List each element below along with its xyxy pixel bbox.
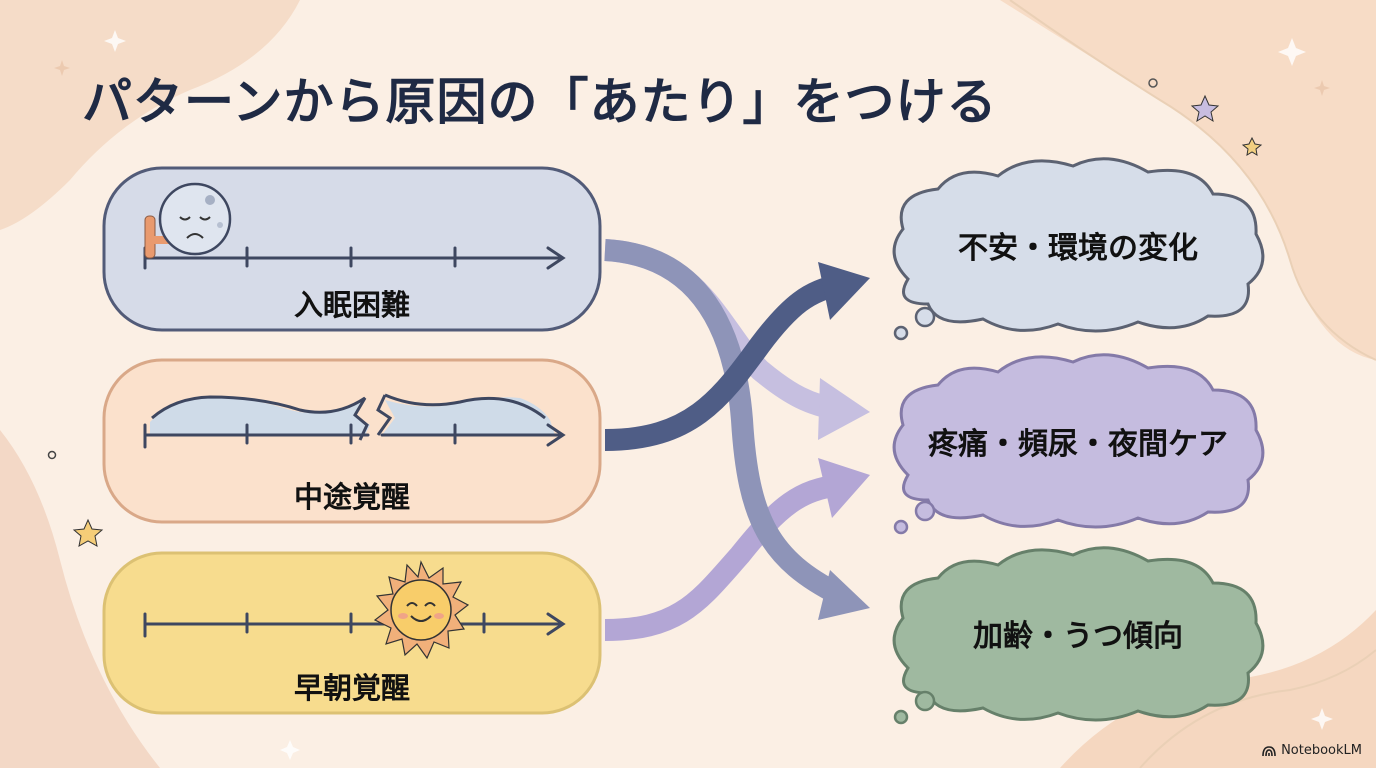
- timeline-axis: [143, 612, 566, 638]
- star-icon: [72, 518, 104, 547]
- dot-decoration: [47, 450, 57, 460]
- timeline-axis: [143, 246, 566, 270]
- arrow-wake-to-anxiety: [604, 274, 843, 451]
- page-title: パターンから原因の「あたり」をつける: [82, 73, 998, 131]
- branding-label: NotebookLM: [1281, 743, 1362, 758]
- thought-bubble: [914, 690, 936, 712]
- branding: NotebookLM: [1262, 743, 1362, 758]
- arrow-early-to-pain: [604, 474, 842, 641]
- thought-bubble: [893, 709, 909, 725]
- cause-label-anxiety: 不安・環境の変化: [958, 231, 1198, 266]
- sad-moon-icon: [144, 182, 232, 259]
- cause-cloud-pain: [892, 353, 1265, 529]
- cause-label-pain: 疼痛・頻尿・夜間ケア: [928, 427, 1228, 462]
- arrow-insomnia-to-aging: [604, 239, 845, 605]
- thought-bubble: [914, 306, 936, 328]
- connector-arrows: [604, 239, 870, 641]
- arrowhead: [818, 570, 870, 620]
- star-icon: [1190, 94, 1220, 123]
- arrowhead: [818, 262, 870, 320]
- thought-bubble: [893, 519, 909, 535]
- pattern-label-sleep-onset: 入眠困難: [293, 288, 411, 322]
- thought-bubble: [914, 500, 936, 522]
- cause-label-aging: 加齢・うつ傾向: [973, 619, 1183, 654]
- cause-cloud-aging: [892, 546, 1265, 722]
- notebooklm-icon: [1262, 745, 1276, 756]
- smiling-sun-icon: [373, 560, 470, 660]
- sparkle-decorations: [104, 30, 1333, 760]
- thought-bubble: [893, 325, 909, 341]
- pattern-label-early-wake: 早朝覚醒: [293, 671, 411, 705]
- cause-cloud-anxiety: [892, 157, 1265, 333]
- broken-wave-icon: [150, 393, 555, 441]
- star-icon: [1241, 136, 1263, 156]
- arrowhead: [818, 378, 870, 440]
- dot-decoration: [1148, 78, 1158, 88]
- pattern-label-mid-wake: 中途覚醒: [293, 480, 411, 514]
- timeline-axis: [143, 423, 566, 449]
- arrowhead: [818, 458, 870, 518]
